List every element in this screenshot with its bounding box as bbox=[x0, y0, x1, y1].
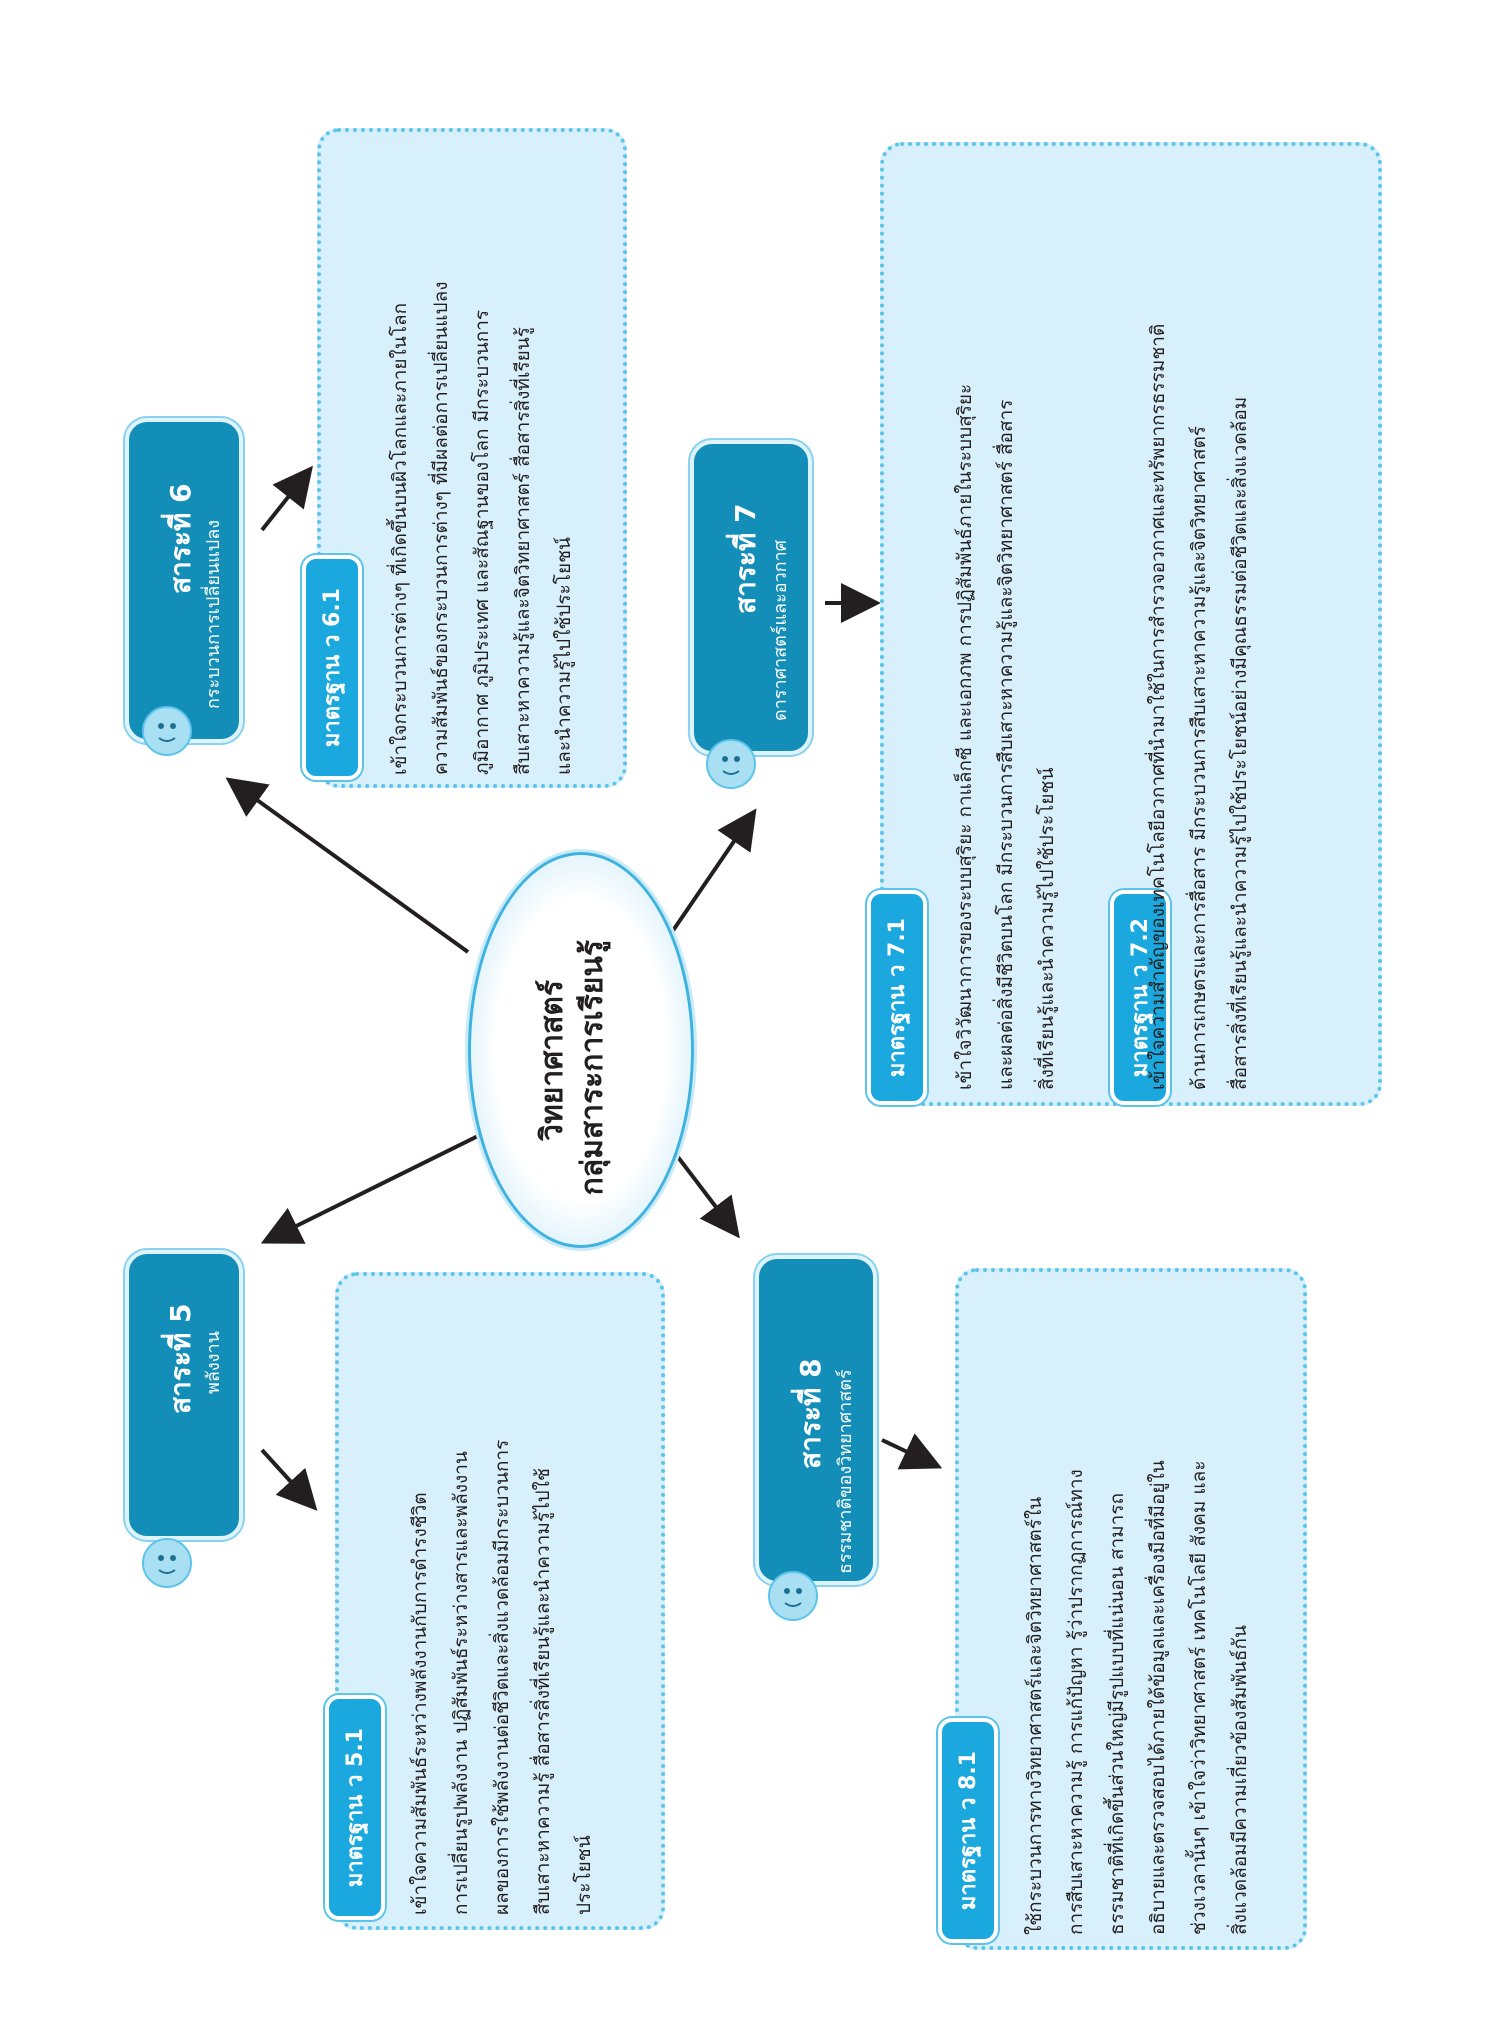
arrow-center-to-strand-7 bbox=[670, 808, 757, 934]
standard-7-1-tag: มาตรฐาน ว 7.1 bbox=[867, 890, 927, 1105]
strand-8-subtitle: ธรรมชาติของวิทยาศาสตร์ bbox=[835, 1369, 856, 1574]
standards-7-text: เข้าใจวิวัฒนาการของระบบสุริยะ กาแล็กซี แ… bbox=[954, 323, 1251, 1090]
strand-8-header: สาระที่ 8 ธรรมชาติของวิทยาศาสตร์ bbox=[755, 1255, 877, 1585]
boy-mascot-icon bbox=[768, 1571, 818, 1621]
strand-5-title: สาระที่ 5 bbox=[164, 1303, 197, 1414]
strand-6-title: สาระที่ 6 bbox=[164, 483, 197, 595]
standard-5-1-text: เข้าใจความสัมพันธ์ระหว่างพลังงานกับการดำ… bbox=[409, 1439, 595, 1915]
arrow-strand-6-to-box bbox=[260, 465, 313, 532]
standard-7-2-tag: มาตรฐาน ว 7.2 bbox=[1110, 890, 1170, 1105]
boy-mascot-icon bbox=[142, 1538, 192, 1588]
strand-8-title: สาระที่ 8 bbox=[794, 1358, 827, 1469]
strand-7-subtitle: ดาราศาสตร์และอวกาศ bbox=[770, 539, 791, 721]
center-topic: กลุ่มสาระการเรียนรู้ วิทยาศาสตร์ bbox=[468, 852, 694, 1248]
strand-7-header: สาระที่ 7 ดาราศาสตร์และอวกาศ bbox=[690, 440, 812, 755]
standard-6-1-text: เข้าใจกระบวนการต่างๆ ที่เกิดขึ้นบนผิวโลก… bbox=[389, 281, 575, 775]
standard-8-1-box bbox=[955, 1268, 1307, 1950]
boy-mascot-icon bbox=[142, 706, 192, 756]
standard-5-1-box bbox=[335, 1272, 665, 1930]
strand-5-header: สาระที่ 5 พลังงาน bbox=[125, 1250, 243, 1540]
standard-8-1-tag: มาตรฐาน ว 8.1 bbox=[938, 1718, 998, 1943]
boy-mascot-icon bbox=[706, 739, 756, 789]
center-title-line1: กลุ่มสาระการเรียนรู้ bbox=[575, 940, 610, 1196]
standard-5-1-tag: มาตรฐาน ว 5.1 bbox=[325, 1695, 385, 1920]
arrow-center-to-strand-5 bbox=[260, 1133, 481, 1244]
standard-8-1-text: ใช้กระบวนการทางวิทยาศาสตร์และจิตวิทยาศาส… bbox=[1024, 1460, 1251, 1935]
center-title-line2: วิทยาศาสตร์ bbox=[535, 980, 570, 1141]
arrow-strand-5-to-box bbox=[260, 1448, 318, 1511]
arrow-center-to-strand-6 bbox=[225, 777, 470, 954]
standard-6-1-box bbox=[317, 128, 627, 788]
strand-7-title: สาระที่ 7 bbox=[729, 503, 762, 614]
strand-6-header: สาระที่ 6 กระบวนการเปลี่ยนแปลง bbox=[125, 418, 243, 743]
arrow-strand-8-to-box bbox=[881, 1433, 943, 1470]
strand-6-subtitle: กระบวนการเปลี่ยนแปลง bbox=[203, 519, 224, 709]
strand-5-subtitle: พลังงาน bbox=[203, 1331, 224, 1394]
standard-6-1-tag: มาตรฐาน ว 6.1 bbox=[302, 555, 362, 780]
